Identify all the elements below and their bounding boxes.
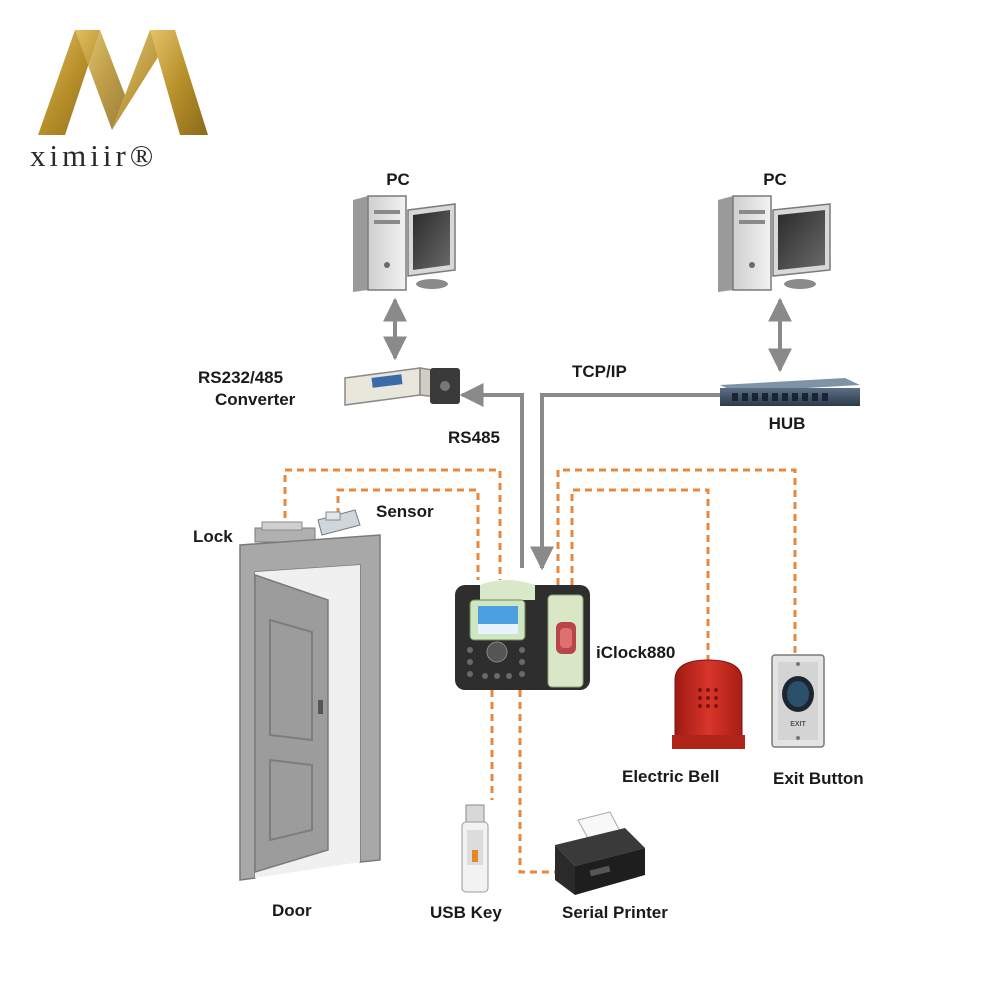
sensor-label: Sensor bbox=[376, 502, 434, 521]
printer-wire bbox=[518, 690, 555, 874]
tcpip-line bbox=[530, 393, 720, 571]
exit-button-face-label: EXIT bbox=[790, 721, 806, 728]
pc-left-icon bbox=[353, 195, 456, 292]
hub-icon bbox=[720, 378, 860, 406]
exit-button-label: Exit Button bbox=[773, 769, 864, 788]
door-icon bbox=[239, 534, 381, 881]
lock-wire bbox=[283, 468, 502, 580]
network-lines bbox=[383, 297, 792, 571]
pc-right-label: PC bbox=[763, 170, 787, 189]
pc-right-icon bbox=[718, 195, 831, 292]
sensor-wire bbox=[336, 488, 480, 580]
brand-name: ximiir® bbox=[30, 138, 158, 173]
bell-wire bbox=[570, 488, 710, 660]
hub-label: HUB bbox=[768, 414, 806, 433]
dashed-wiring bbox=[283, 468, 797, 874]
lock-label: Lock bbox=[193, 527, 233, 546]
brand-logo bbox=[38, 30, 208, 135]
serial-printer-icon bbox=[555, 811, 645, 895]
usb-key-label: USB Key bbox=[430, 903, 502, 922]
iclock880-device bbox=[455, 580, 590, 690]
lock-icon bbox=[254, 521, 316, 543]
pc-left-label: PC bbox=[386, 170, 410, 189]
door-label: Door bbox=[272, 901, 312, 920]
electric-bell-label: Electric Bell bbox=[622, 767, 720, 786]
usb-key-icon bbox=[461, 804, 489, 893]
rs485-label: RS485 bbox=[448, 428, 500, 447]
electric-bell-icon bbox=[672, 659, 745, 749]
device-label: iClock880 bbox=[596, 643, 676, 662]
sensor-icon bbox=[317, 509, 361, 536]
converter-icon bbox=[344, 367, 460, 406]
rs485-line bbox=[459, 383, 524, 568]
tcpip-label: TCP/IP bbox=[572, 362, 627, 381]
serial-printer-label: Serial Printer bbox=[562, 903, 668, 922]
exit-button-wire bbox=[556, 468, 797, 655]
exit-button-icon: EXIT bbox=[771, 654, 825, 748]
converter-label-line2: Converter bbox=[215, 390, 296, 409]
converter-label-line1: RS232/485 bbox=[198, 368, 284, 387]
